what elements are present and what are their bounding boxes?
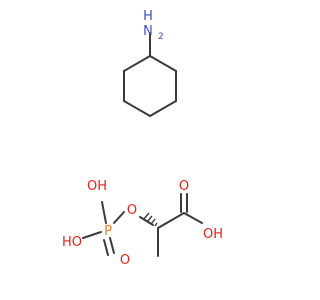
cyclohexane-ring — [123, 55, 177, 117]
cyclohexylamine: H N 2 — [123, 9, 177, 117]
o-p-bond — [113, 211, 125, 224]
ester-oxygen-label: O — [127, 203, 137, 218]
phosphate-hydroxyl-left-label: HO — [62, 235, 82, 250]
nitrogen-h-count: 2 — [158, 32, 164, 42]
c-oh-bond — [183, 212, 203, 224]
ring-bond — [149, 55, 177, 72]
ring-bond — [123, 55, 151, 72]
phosphorus-label: P — [104, 224, 112, 239]
p-double-o-bond-b — [109, 237, 115, 254]
phosphate-bonds — [82, 201, 125, 256]
p-oh-top-bond — [101, 201, 107, 224]
phosphate-double-oxygen-label: O — [120, 253, 130, 268]
atom-labels: O OH O P OH HO O — [62, 179, 223, 268]
carbonyl-oxygen-label: O — [179, 179, 189, 194]
stereo-hash-wedge — [142, 212, 158, 227]
nitrogen-h-label: H — [143, 9, 153, 24]
ring-bond — [149, 100, 177, 117]
wedge-hash — [146, 215, 153, 223]
molecule-diagram: H N 2 — [61, 9, 224, 268]
amine-nh2-label: H N 2 — [143, 9, 164, 42]
wedge-hash — [142, 212, 150, 221]
ring-bond — [123, 100, 151, 117]
phospholactic-acid: O OH O P OH HO O — [62, 179, 223, 268]
wedge-hash — [150, 218, 156, 225]
p-double-o-bond-a — [103, 239, 109, 256]
acid-hydroxyl-label: OH — [203, 227, 223, 242]
wedge-hash — [154, 222, 158, 227]
phosphate-hydroxyl-top-label: OH — [87, 179, 107, 194]
carbon-skeleton — [139, 193, 203, 257]
p-oh-left-bond — [82, 231, 102, 239]
nitrogen-symbol: N — [143, 24, 153, 39]
c-alpha-to-carboxyl-bond — [157, 212, 185, 229]
